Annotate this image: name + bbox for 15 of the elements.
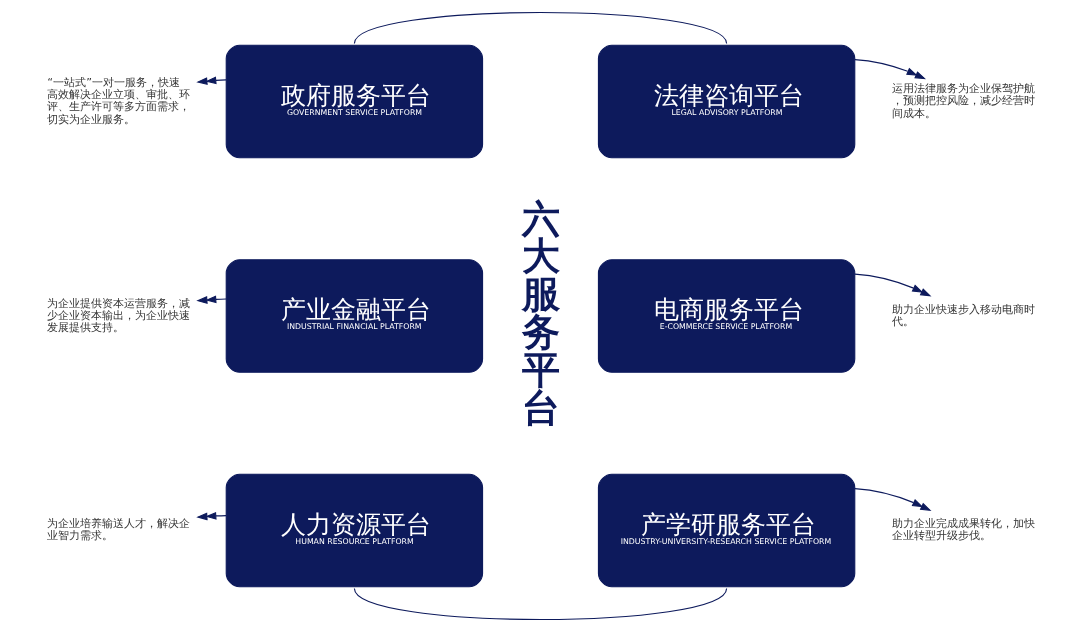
arrow — [195, 295, 227, 304]
arrow — [853, 488, 931, 511]
node-text: 为企业提供资本运营服务，减少企业资本输出，为企业快速发展提供支持。 — [46, 296, 190, 335]
node-text: 运用法律服务为企业保驾护航，预测把控风险，减少经营时间成本。 — [891, 82, 1035, 120]
node-text: 助力企业快速步入移动电商时代。 — [891, 302, 1035, 328]
arrow — [195, 512, 227, 521]
node-text: “一站式”一对一服务，快速高效解决企业立项、审批、环评、生产许可等多方面需求，切实为企业服务。 — [46, 75, 190, 126]
arrow — [853, 273, 931, 297]
node-text: 助力企业完成成果转化，加快企业转型升级步伐。 — [891, 517, 1035, 543]
connector — [353, 11, 727, 45]
node-text: 为企业培养输送人才，解决企业智力需求。 — [46, 517, 190, 543]
label: 六大服务平台 — [521, 196, 560, 430]
arrow — [853, 59, 926, 80]
arrow — [195, 76, 227, 86]
connector — [353, 587, 727, 621]
